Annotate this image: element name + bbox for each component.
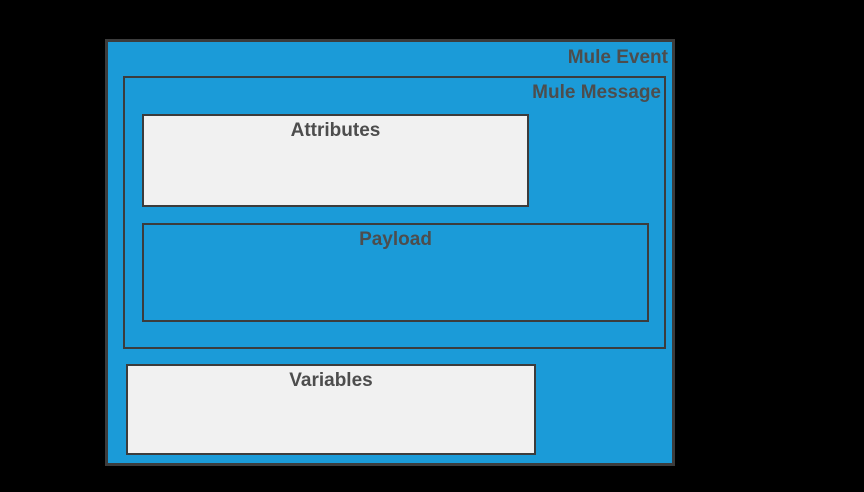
variables-label: Variables — [289, 370, 373, 391]
payload-box: Payload — [142, 223, 649, 322]
mule-event-container: Mule Event Mule Message Attributes Paylo… — [105, 39, 675, 466]
variables-box: Variables — [126, 364, 536, 455]
mule-message-container: Mule Message Attributes Payload — [123, 76, 666, 349]
attributes-label: Attributes — [290, 120, 381, 141]
mule-event-title: Mule Event — [567, 47, 668, 68]
payload-label: Payload — [359, 229, 432, 250]
attributes-box: Attributes — [142, 114, 529, 207]
mule-message-title: Mule Message — [532, 82, 661, 103]
